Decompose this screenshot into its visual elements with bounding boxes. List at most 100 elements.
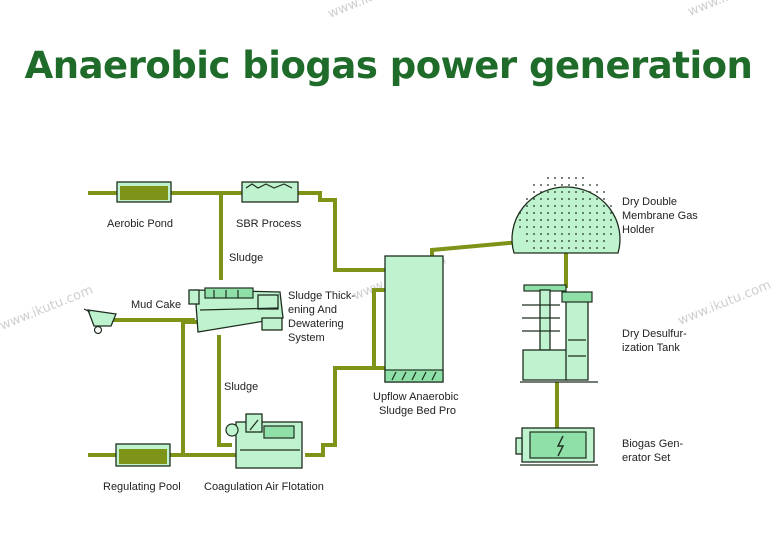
dome-dot: [533, 226, 535, 228]
dome-dot: [540, 233, 542, 235]
dome-dot: [589, 219, 591, 221]
watermark: www.ikutu.com: [0, 283, 95, 334]
dome-dot: [519, 226, 521, 228]
dome-dot: [554, 184, 556, 186]
dome-dot: [561, 205, 563, 207]
dome-dot: [533, 233, 535, 235]
dome-dot: [589, 233, 591, 235]
dome-dot: [610, 205, 612, 207]
dome-dot: [519, 219, 521, 221]
dome-dot: [603, 219, 605, 221]
dome-dot: [596, 191, 598, 193]
dome-dot: [547, 184, 549, 186]
gas-holder-dome: [511, 177, 621, 254]
dome-dot: [547, 240, 549, 242]
dome-dot: [603, 247, 605, 249]
dome-dot: [547, 212, 549, 214]
dome-dot: [540, 219, 542, 221]
dome-dot: [533, 240, 535, 242]
sbr-tank: [241, 181, 299, 203]
regulating-pool-label: Regulating Pool: [103, 481, 181, 493]
dome-dot: [561, 233, 563, 235]
dome-dot: [582, 198, 584, 200]
coagulation-label: Coagulation Air Flotation: [204, 481, 324, 493]
dome-dot: [554, 191, 556, 193]
dome-dot: [554, 198, 556, 200]
dome-dot: [568, 240, 570, 242]
dome-dot: [561, 191, 563, 193]
dome-dot: [561, 247, 563, 249]
dome-dot: [533, 219, 535, 221]
dome-dot: [554, 177, 556, 179]
aerobic-pond-label: Aerobic Pond: [107, 218, 173, 230]
dome-dot: [596, 233, 598, 235]
dome-dot: [582, 177, 584, 179]
dome-dot: [540, 205, 542, 207]
dome-dot: [526, 226, 528, 228]
dome-dot: [575, 233, 577, 235]
generator-label: Biogas Gen- erator Set: [622, 438, 686, 464]
dome-dot: [561, 184, 563, 186]
regulating-pool-tank: [115, 443, 171, 467]
dome-dot: [603, 212, 605, 214]
dome-dot: [582, 191, 584, 193]
dome-dot: [575, 205, 577, 207]
aerobic-pond-tank: [116, 181, 172, 203]
dome-dot: [575, 198, 577, 200]
dome-dot: [533, 247, 535, 249]
dome-dot: [582, 205, 584, 207]
dome-dot: [575, 177, 577, 179]
dome-dot: [568, 205, 570, 207]
sludge-label-top: Sludge: [229, 252, 263, 264]
dome-dot: [610, 212, 612, 214]
dome-dot: [582, 219, 584, 221]
dome-dot: [540, 212, 542, 214]
dome-dots: [519, 177, 612, 249]
dome-dot: [554, 226, 556, 228]
dome-dot: [554, 240, 556, 242]
dome-dot: [596, 198, 598, 200]
dome-dot: [575, 184, 577, 186]
dome-dot: [582, 226, 584, 228]
dome-dot: [603, 233, 605, 235]
watermark: www.ikutu.com: [676, 278, 773, 329]
dome-dot: [582, 233, 584, 235]
watermark: www.ikutu.com: [686, 0, 777, 20]
dome-dot: [568, 233, 570, 235]
dome-dot: [561, 240, 563, 242]
sbr-process-label: SBR Process: [236, 218, 302, 230]
page-title: Anaerobic biogas power generation: [24, 44, 753, 87]
dome-dot: [589, 247, 591, 249]
desulfurization-label: Dry Desulfur- ization Tank: [622, 328, 690, 354]
dome-dot: [540, 226, 542, 228]
watermark: www.ikutu.com: [326, 0, 423, 22]
desulfurization-tank: [520, 284, 598, 383]
dome-dot: [561, 198, 563, 200]
dome-dot: [596, 184, 598, 186]
dome-dot: [589, 191, 591, 193]
dome-dot: [596, 205, 598, 207]
dome-dot: [526, 219, 528, 221]
dome-dot: [519, 212, 521, 214]
dome-dot: [603, 191, 605, 193]
dome-dot: [575, 219, 577, 221]
dome-dot: [589, 226, 591, 228]
dome-dot: [526, 212, 528, 214]
dome-dot: [568, 177, 570, 179]
dome-dot: [540, 191, 542, 193]
dome-dot: [568, 198, 570, 200]
dome-dot: [554, 233, 556, 235]
dome-dot: [554, 247, 556, 249]
dome-dot: [575, 240, 577, 242]
dome-dot: [533, 198, 535, 200]
dome-dot: [540, 240, 542, 242]
gas-holder-label: Dry Double Membrane Gas Holder: [622, 196, 701, 236]
dome-dot: [533, 205, 535, 207]
dome-dot: [561, 212, 563, 214]
dome-dot: [575, 191, 577, 193]
dome-dot: [603, 240, 605, 242]
dome-dot: [547, 247, 549, 249]
dome-dot: [533, 184, 535, 186]
dome-dot: [547, 226, 549, 228]
